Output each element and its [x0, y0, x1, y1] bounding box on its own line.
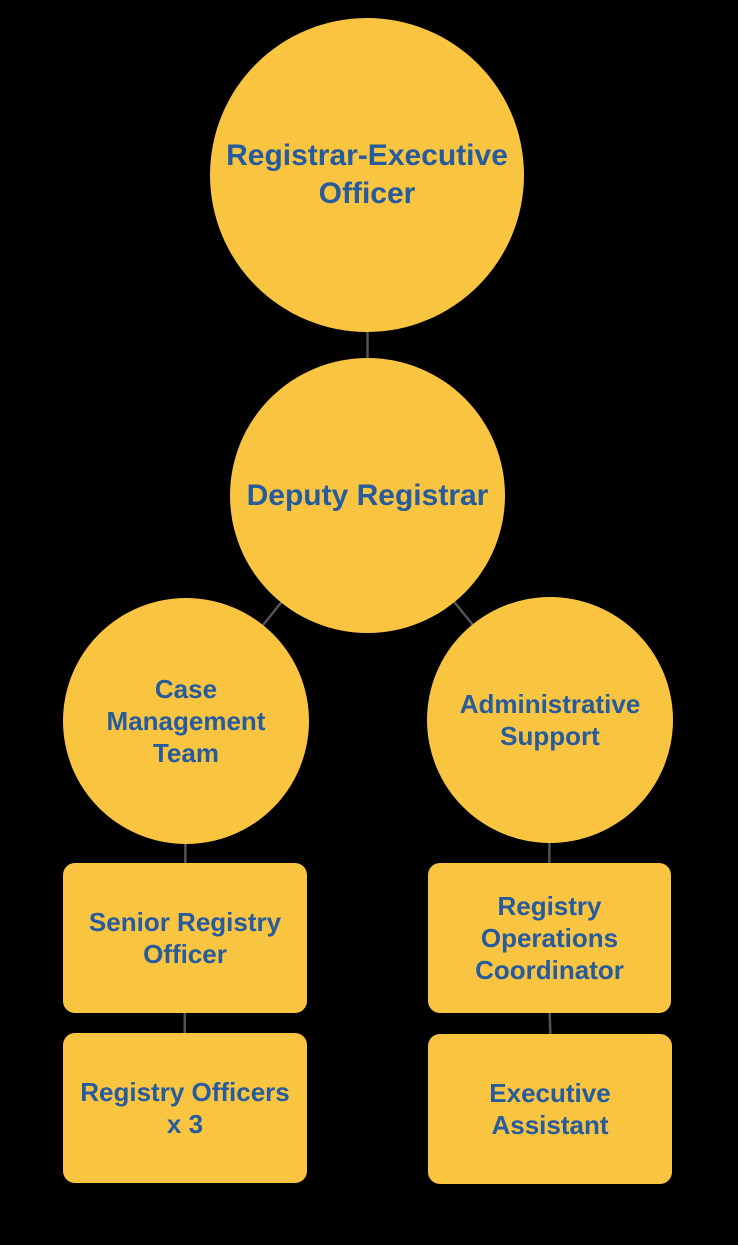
node-deputy-registrar: Deputy Registrar [230, 358, 505, 633]
node-label: Administrative Support [459, 689, 641, 751]
node-registry-operations-coordinator: Registry Operations Coordinator [428, 863, 671, 1013]
node-case-management-team: Case Management Team [63, 598, 309, 844]
node-label: Deputy Registrar [246, 478, 489, 512]
node-label: Case Management Team [106, 674, 266, 768]
node-label: Registry Officers x 3 [80, 1077, 290, 1139]
node-label: Senior Registry Officer [88, 907, 282, 969]
node-executive-assistant: Executive Assistant [428, 1034, 672, 1184]
node-registry-officers-x3: Registry Officers x 3 [63, 1033, 307, 1183]
node-senior-registry-officer: Senior Registry Officer [63, 863, 307, 1013]
node-label: Registrar-Executive Officer [226, 139, 508, 210]
node-label: Registry Operations Coordinator [475, 891, 624, 985]
node-registrar-executive-officer: Registrar-Executive Officer [210, 18, 524, 332]
node-label: Executive Assistant [489, 1078, 611, 1140]
node-administrative-support: Administrative Support [427, 597, 673, 843]
